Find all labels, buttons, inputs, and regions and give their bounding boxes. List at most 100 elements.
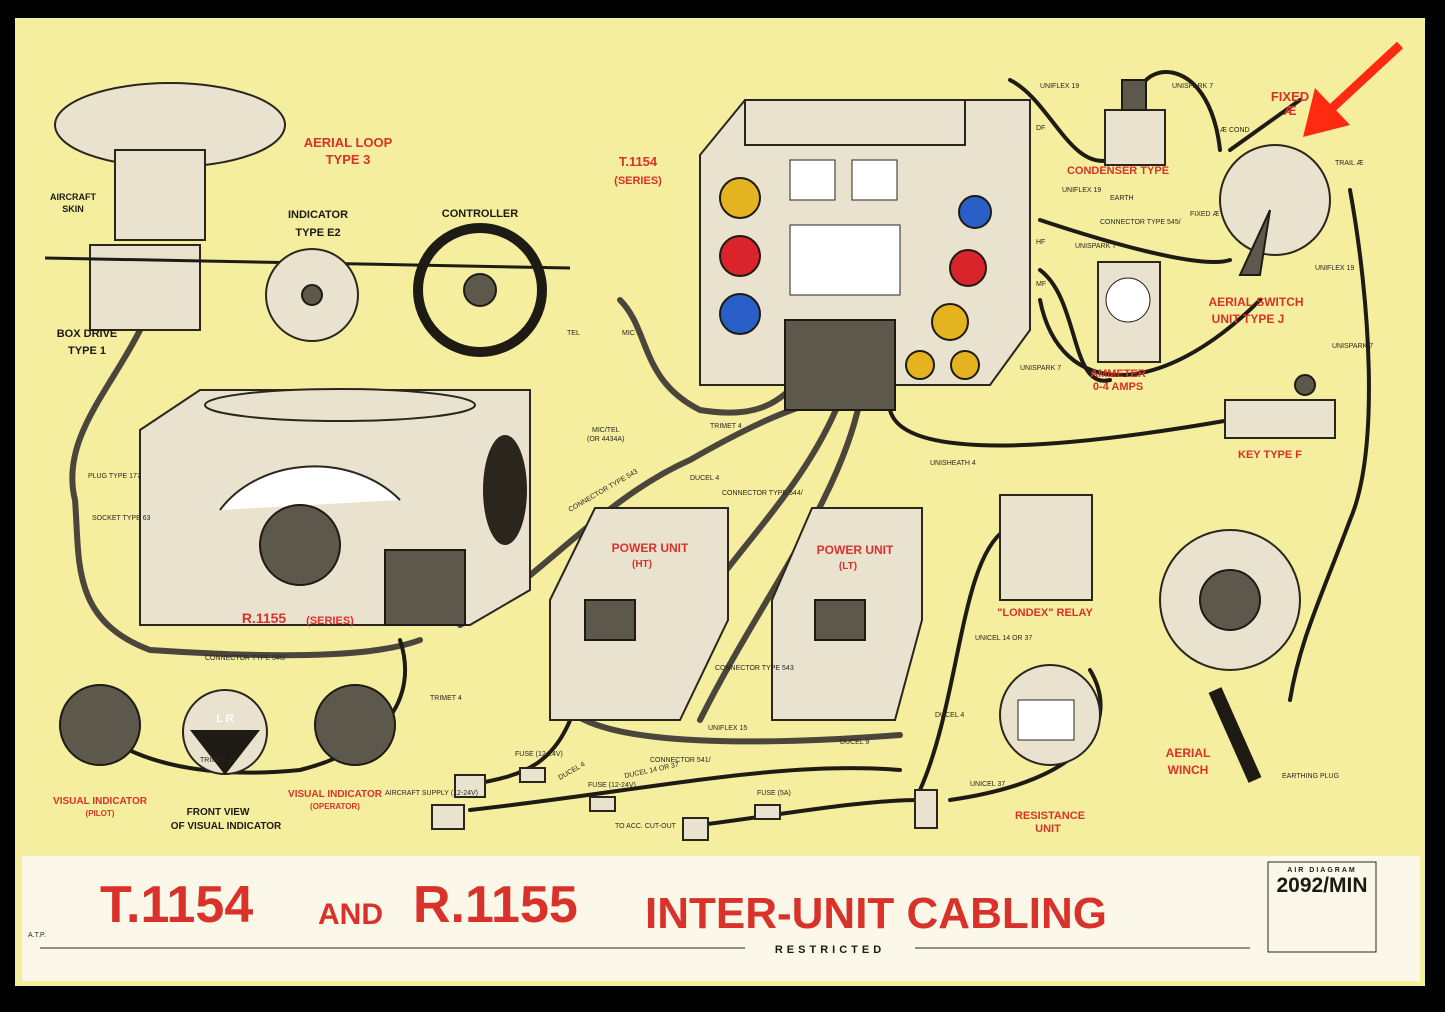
label-resistance-unit: UNIT	[1035, 823, 1061, 835]
cable-label: Æ COND	[1220, 127, 1250, 134]
title-t1154: T.1154	[100, 876, 253, 934]
cable-label: TEL	[567, 330, 580, 337]
label-vi-pilot-sub: (PILOT)	[86, 809, 115, 818]
label-aircraft-skin-2: SKIN	[62, 204, 84, 214]
cable-label: EARTHING PLUG	[1282, 773, 1339, 780]
cable-label: UNICEL 14 OR 37	[975, 635, 1032, 642]
label-winch-sub: WINCH	[1168, 763, 1209, 777]
power-unit-lt	[771, 507, 923, 721]
aerial-switch-unit	[1219, 144, 1331, 276]
label-key: KEY TYPE F	[1238, 449, 1302, 461]
label-vi-operator: VISUAL INDICATOR	[288, 789, 383, 800]
label-fixed-ae-sym: Æ	[1284, 103, 1297, 118]
cable-label: UNIFLEX 15	[708, 725, 747, 732]
londex-relay	[999, 494, 1093, 601]
indicator-e2	[265, 248, 359, 342]
label-t1154: T.1154	[619, 154, 658, 169]
restricted-label: RESTRICTED	[775, 944, 885, 956]
air-diagram-header: AIR DIAGRAM	[1287, 867, 1356, 874]
cable-label: CONNECTOR TYPE 544/	[722, 490, 803, 497]
label-power-ht-sub: (HT)	[632, 559, 652, 570]
title-and: AND	[318, 898, 383, 931]
cable-label: SOCKET TYPE 63	[92, 515, 151, 522]
cable-label: TO ACC. CUT-OUT	[615, 823, 677, 830]
cable-label: CONNECTOR TYPE 546/	[205, 655, 286, 662]
cable-label: UNISPARK 7	[1172, 83, 1213, 90]
cable-label: DUCEL 4	[690, 475, 719, 482]
cable-label: UNISHEATH 4	[930, 460, 976, 467]
cable-label: UNIFLEX 19	[1315, 265, 1354, 272]
label-aircraft-skin: AIRCRAFT	[50, 192, 96, 202]
title-band	[22, 856, 1420, 981]
cable-label: DF	[1036, 125, 1045, 132]
cable-label: PLUG TYPE 177	[88, 473, 141, 480]
cable-label: FIXED Æ	[1190, 211, 1220, 218]
cable-label: CONNECTOR 541/	[650, 757, 711, 764]
red-arrow-pointer	[1303, 41, 1404, 137]
label-power-lt: POWER UNIT	[817, 543, 894, 557]
cable-label: (OR 4434A)	[587, 436, 624, 443]
morse-key	[1224, 374, 1336, 439]
cable-label: TRIMET 4	[200, 757, 232, 764]
label-box-drive: BOX DRIVE	[57, 328, 118, 340]
title-r1155: R.1155	[413, 876, 578, 934]
visual-indicators	[59, 684, 396, 775]
cable-label: CONNECTOR TYPE 543	[715, 665, 794, 672]
atp-label: A.T.P.	[28, 932, 46, 939]
label-t1154-series: (SERIES)	[614, 175, 662, 187]
cable-label: TRIMET 4	[710, 423, 742, 430]
cable-label: TRAIL Æ	[1335, 160, 1364, 167]
cable-label: HF	[1036, 239, 1045, 246]
label-resistance: RESISTANCE	[1015, 810, 1085, 822]
label-aerial-switch-type: UNIT TYPE J	[1212, 312, 1285, 326]
label-ammeter-range: 0-4 AMPS	[1093, 381, 1143, 393]
cable-label: FUSE (12-24V)	[588, 782, 636, 789]
air-diagram-number: 2092/MIN	[1276, 874, 1367, 897]
receiver-r1155	[139, 388, 531, 626]
cable-label: MF	[1036, 281, 1046, 288]
label-front-view: FRONT VIEW	[187, 807, 250, 818]
cable-label: CONNECTOR TYPE 545/	[1100, 219, 1181, 226]
cable-label: FUSE (5A)	[757, 790, 791, 797]
label-controller: CONTROLLER	[442, 208, 518, 220]
cable-label: DUCEL 9	[840, 739, 869, 746]
label-aerial-loop-type: TYPE 3	[326, 152, 371, 167]
controller-wheel	[413, 223, 547, 357]
cable-label: MIC/TEL	[592, 427, 620, 434]
label-front-view-2: OF VISUAL INDICATOR	[171, 821, 282, 832]
label-r1155: R.1155	[242, 610, 287, 626]
cable-label: AIRCRAFT SUPPLY (12-24V)	[385, 790, 478, 797]
condenser	[1104, 79, 1166, 166]
label-ammeter: AMMETER	[1090, 368, 1146, 380]
label-winch: AERIAL	[1166, 746, 1211, 760]
cable-label: UNIFLEX 19	[1040, 83, 1079, 90]
air-diagram-box: AIR DIAGRAM 2092/MIN	[1267, 861, 1377, 953]
ammeter	[1097, 261, 1161, 363]
aerial-loop	[44, 82, 571, 331]
label-lr: L R	[216, 713, 234, 725]
label-aerial-switch: AERIAL SWITCH	[1208, 295, 1303, 309]
label-indicator: INDICATOR	[288, 209, 348, 221]
cable-label: UNICEL 37	[970, 781, 1005, 788]
cable-label: FUSE (12-24V)	[515, 751, 563, 758]
label-r1155-series: (SERIES)	[306, 615, 354, 627]
label-londex-relay: "LONDEX" RELAY	[997, 607, 1093, 619]
aerial-winch	[1159, 529, 1301, 783]
cable-label: UNISPARK 7	[1332, 343, 1373, 350]
transmitter-t1154	[699, 99, 1031, 411]
label-vi-operator-sub: (OPERATOR)	[310, 802, 360, 811]
cable-label: UNISPARK 7	[1020, 365, 1061, 372]
label-box-drive-type: TYPE 1	[68, 345, 106, 357]
cable-label: UNIFLEX 19	[1062, 187, 1101, 194]
cable-label: DUCEL 4	[935, 712, 964, 719]
label-power-ht: POWER UNIT	[612, 541, 689, 555]
fuse-blocks	[431, 767, 938, 841]
label-indicator-type: TYPE E2	[295, 227, 340, 239]
cable-label: UNISPARK 7	[1075, 243, 1116, 250]
cable-label: MIC	[622, 330, 635, 337]
label-condenser: CONDENSER TYPE	[1067, 165, 1169, 177]
cable-label: EARTH	[1110, 195, 1134, 202]
label-fixed-ae: FIXED	[1271, 89, 1309, 104]
power-unit-ht	[549, 507, 729, 721]
